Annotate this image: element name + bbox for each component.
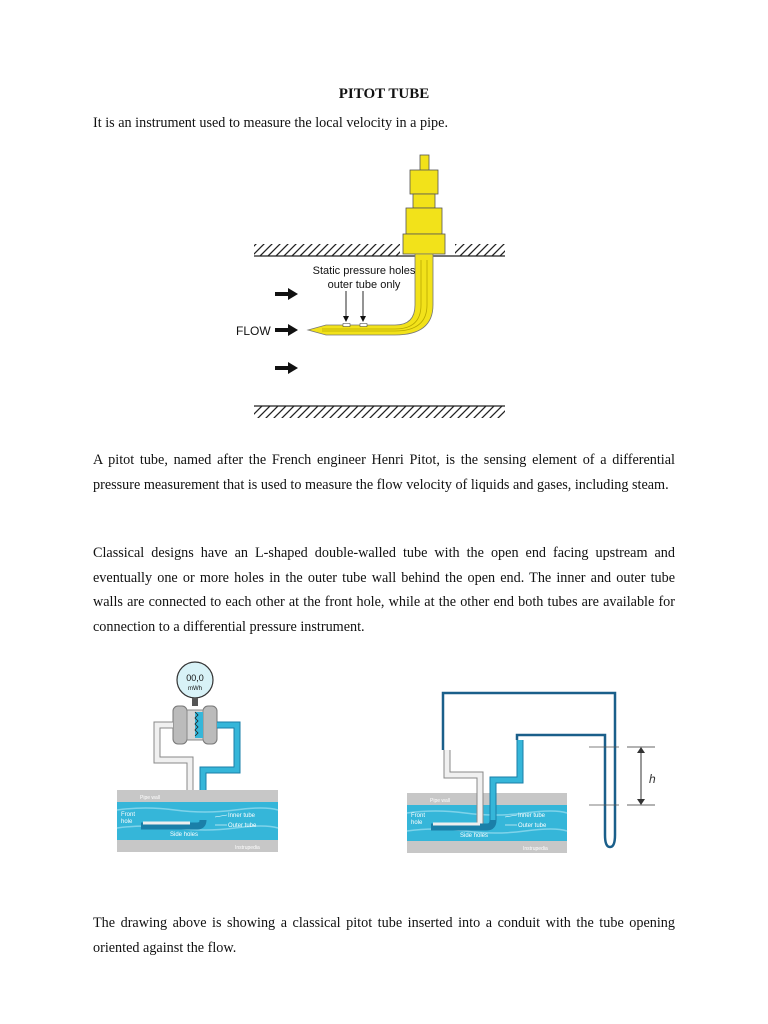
paragraph-2: Classical designs have an L-shaped doubl… <box>93 545 675 635</box>
side-holes-label: Side holes <box>170 832 198 838</box>
inner-tube-label: Inner tube <box>518 813 546 819</box>
flow-arrow-icon <box>275 362 298 374</box>
pipe-wall <box>117 790 278 802</box>
credit-label: Instrupedia <box>523 846 548 852</box>
static-holes-label-2: outer tube only <box>328 279 401 291</box>
fitting-base <box>402 233 446 255</box>
front-hole-label: Front <box>121 812 135 818</box>
credit-label: Instrupedia <box>235 845 260 851</box>
manometer-tube-left <box>441 691 617 835</box>
flow-arrow-icon <box>275 288 298 300</box>
side-holes-label: Side holes <box>460 833 488 839</box>
paragraph-1: A pitot tube, named after the French eng… <box>93 452 675 493</box>
gauge-unit: mWh <box>188 686 202 692</box>
paragraph-3: The drawing above is showing a classical… <box>93 915 675 956</box>
outer-tube-label: Outer tube <box>518 823 547 829</box>
pipe-wall-label: Pipe wall <box>430 798 450 804</box>
page-title: PITOT TUBE <box>338 86 430 102</box>
manometer-tube-right <box>515 733 607 835</box>
flow-label: FLOW <box>236 324 271 338</box>
height-label: h <box>649 772 656 786</box>
front-hole-label-2: hole <box>121 819 133 825</box>
pitot-gauge-figure: 00,0 mWh Pipe wall Front hole Inner tube… <box>116 661 279 852</box>
flow-arrow-icon <box>275 324 298 336</box>
pipe-wall-top-right <box>455 244 505 256</box>
pipe-wall-bottom <box>254 406 505 418</box>
l-shaped-tube <box>306 253 434 336</box>
pipe-wall <box>407 793 567 805</box>
inner-tube-label: Inner tube <box>228 813 256 819</box>
pitot-tube-figure: Static pressure holes outer tube only FL… <box>236 154 505 418</box>
pitot-manometer-figure: h Pipe wall Front hole Inner tube Outer … <box>406 691 656 853</box>
gauge-value: 00,0 <box>186 673 204 683</box>
intro-text: It is an instrument used to measure the … <box>93 115 448 131</box>
front-hole-label: Front <box>411 813 425 819</box>
outer-tube-label: Outer tube <box>228 823 257 829</box>
front-hole-label-2: hole <box>411 820 423 826</box>
pipe-wall-top-left <box>254 244 400 256</box>
pipe-wall-label: Pipe wall <box>140 795 160 801</box>
static-holes-label-1: Static pressure holes <box>313 265 416 277</box>
fitting-nut <box>409 169 439 195</box>
